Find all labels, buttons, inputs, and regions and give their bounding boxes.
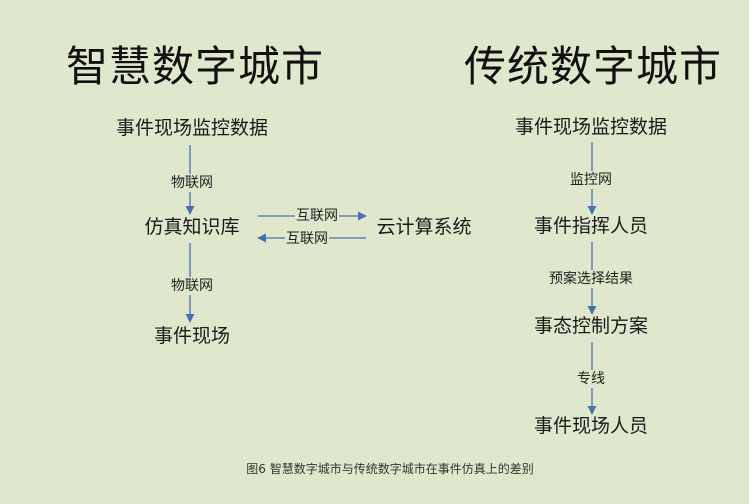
left-edge-iot-1: 物联网 (170, 174, 214, 192)
cloud-system-node: 云计算系统 (376, 216, 472, 238)
right-node-control-plan: 事态控制方案 (533, 315, 649, 337)
right-node-monitoring-data: 事件现场监控数据 (514, 116, 668, 138)
left-title: 智慧数字城市 (66, 42, 325, 91)
right-node-commander: 事件指挥人员 (533, 215, 649, 237)
right-edge-monitor-net: 监控网 (569, 171, 613, 189)
left-node-knowledge-base: 仿真知识库 (144, 216, 240, 238)
left-node-scene: 事件现场 (153, 325, 231, 347)
right-edge-dedicated-line: 专线 (576, 370, 606, 388)
right-title: 传统数字城市 (464, 42, 723, 91)
edge-internet-in: 互联网 (285, 230, 329, 248)
right-node-field-personnel: 事件现场人员 (533, 415, 649, 437)
left-edge-iot-2: 物联网 (170, 277, 214, 295)
figure-caption: 图6 智慧数字城市与传统数字城市在事件仿真上的差别 (246, 462, 534, 476)
left-node-monitoring-data: 事件现场监控数据 (115, 117, 269, 139)
edge-internet-out: 互联网 (295, 207, 339, 225)
right-edge-plan-selection: 预案选择结果 (548, 270, 634, 288)
